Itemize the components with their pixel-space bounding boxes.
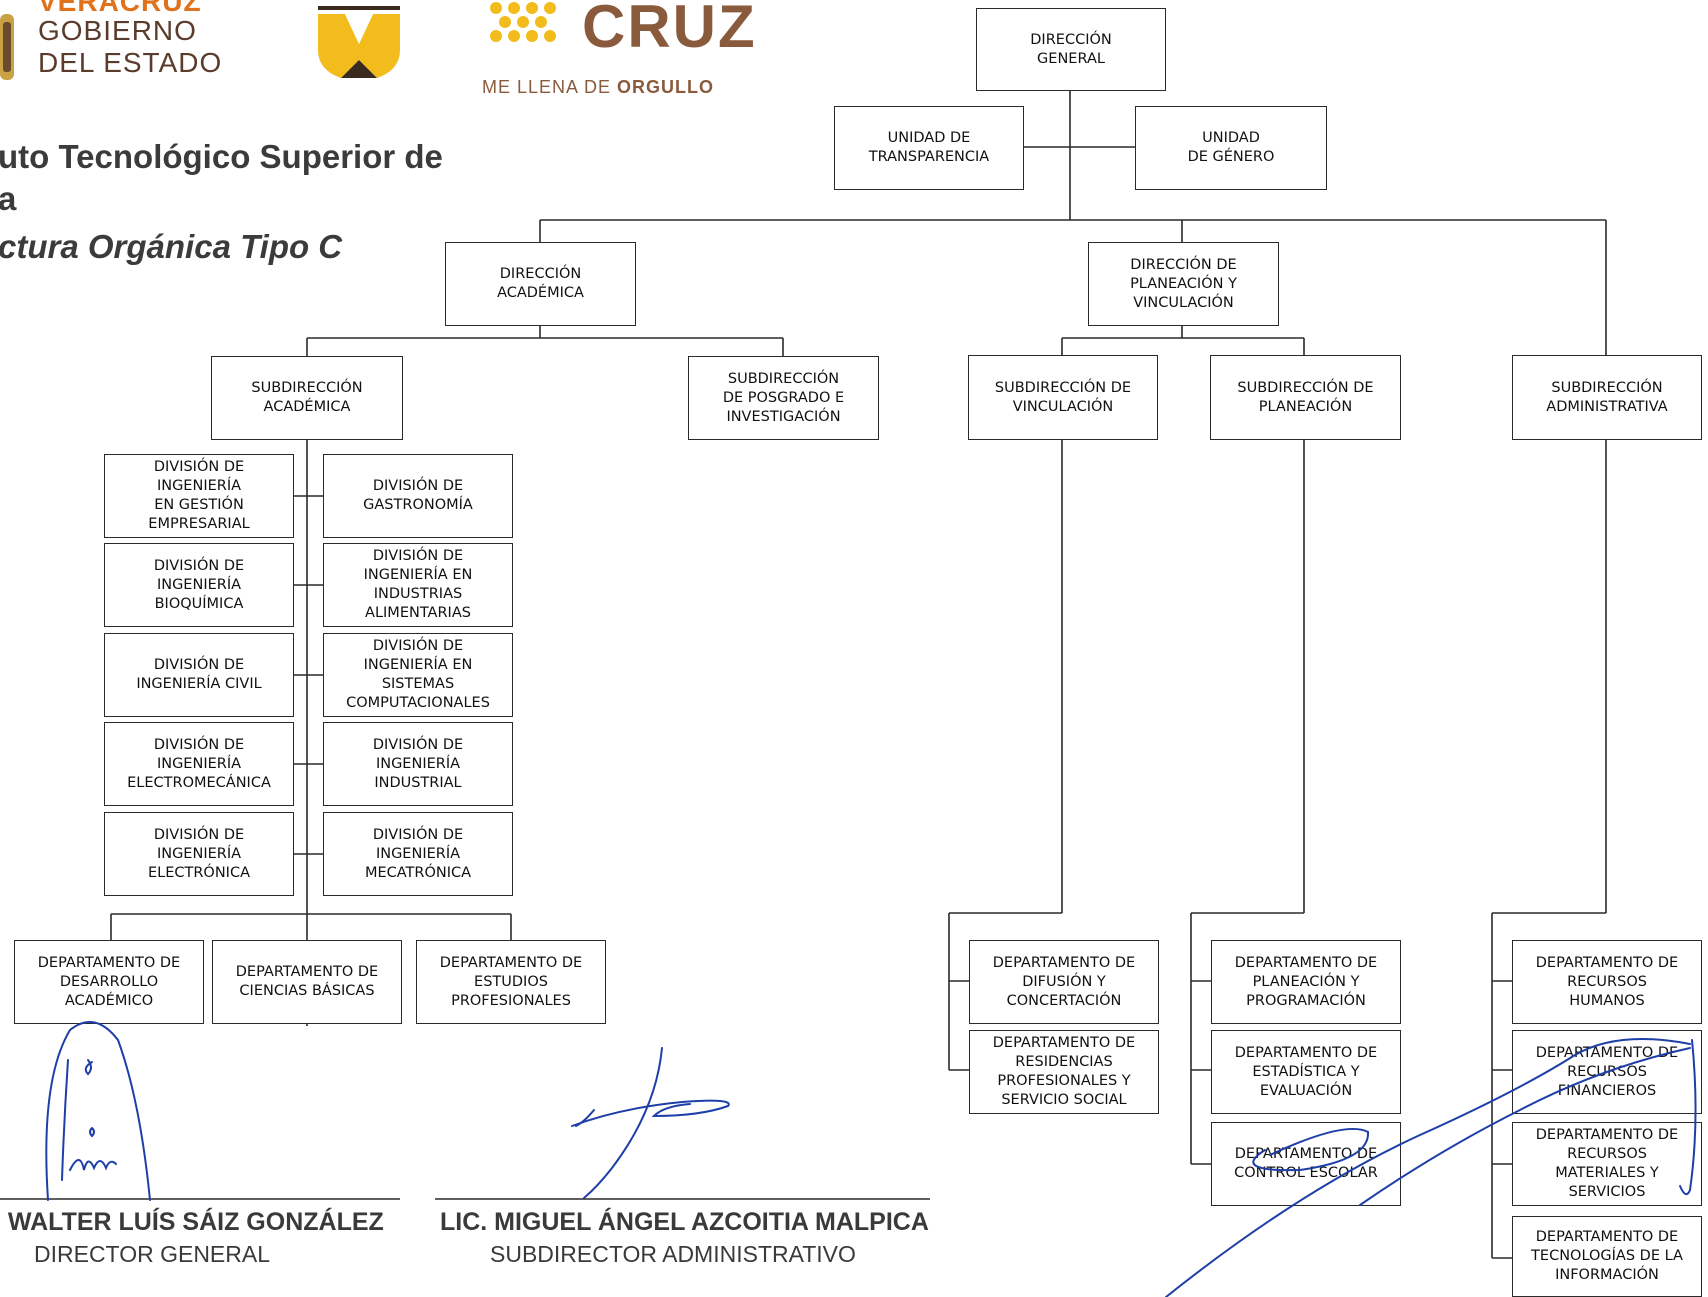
org-box-label: DEPARTAMENTO DE CONTROL ESCOLAR xyxy=(1234,1146,1378,1181)
org-box-subdireccion-academica: SUBDIRECCIÓN ACADÉMICA xyxy=(211,356,403,440)
org-box-unidad-genero: UNIDAD DE GÉNERO xyxy=(1135,106,1327,190)
gobierno-logo: VERACRUZ GOBIERNO DEL ESTADO xyxy=(0,0,250,86)
signatory-right-role: SUBDIRECTOR ADMINISTRATIVO xyxy=(490,1241,856,1267)
org-box-label: DEPARTAMENTO DE TECNOLOGÍAS DE LA INFORM… xyxy=(1531,1229,1683,1283)
org-box-subdireccion-planeacion: SUBDIRECCIÓN DE PLANEACIÓN xyxy=(1210,355,1401,440)
org-box-label: SUBDIRECCIÓN ADMINISTRATIVA xyxy=(1546,379,1668,415)
org-box-depto-planeacion-programacion: DEPARTAMENTO DE PLANEACIÓN Y PROGRAMACIÓ… xyxy=(1211,940,1401,1024)
gobierno-logo-line2: GOBIERNO xyxy=(38,15,197,46)
org-box-label: DEPARTAMENTO DE RECURSOS FINANCIEROS xyxy=(1535,1044,1679,1099)
veracruz-brand-word: CRUZ xyxy=(582,0,757,60)
org-box-label: DEPARTAMENTO DE RESIDENCIAS PROFESIONALE… xyxy=(992,1035,1136,1108)
gobierno-logo-line1: VERACRUZ xyxy=(38,0,202,17)
org-box-div-gestion-empresarial: DIVISIÓN DE INGENIERÍA EN GESTIÓN EMPRES… xyxy=(104,454,294,538)
org-box-label: SUBDIRECCIÓN DE VINCULACIÓN xyxy=(994,379,1132,415)
org-box-label: DEPARTAMENTO DE DIFUSIÓN Y CONCERTACIÓN xyxy=(992,954,1136,1009)
signatory-right-name: LIC. MIGUEL ÁNGEL AZCOITIA MALPICA xyxy=(440,1208,929,1236)
org-box-depto-residencias: DEPARTAMENTO DE RESIDENCIAS PROFESIONALE… xyxy=(969,1030,1159,1114)
org-box-depto-recursos-financieros: DEPARTAMENTO DE RECURSOS FINANCIEROS xyxy=(1512,1030,1702,1114)
org-box-label: SUBDIRECCIÓN DE PLANEACIÓN xyxy=(1237,379,1374,415)
org-box-depto-recursos-materiales: DEPARTAMENTO DE RECURSOS MATERIALES Y SE… xyxy=(1512,1122,1702,1206)
institution-name-line2: a xyxy=(0,180,17,217)
org-box-div-electromecanica: DIVISIÓN DE INGENIERÍA ELECTROMECÁNICA xyxy=(104,722,294,806)
org-box-div-industrias-alimentarias: DIVISIÓN DE INGENIERÍA EN INDUSTRIAS ALI… xyxy=(323,543,513,627)
gobierno-logo-line3: DEL ESTADO xyxy=(38,47,223,78)
org-box-direccion-planeacion: DIRECCIÓN DE PLANEACIÓN Y VINCULACIÓN xyxy=(1088,242,1279,326)
org-box-depto-difusion: DEPARTAMENTO DE DIFUSIÓN Y CONCERTACIÓN xyxy=(969,940,1159,1024)
veracruz-brand-logo: CRUZ ME LLENA DE ORGULLO xyxy=(480,0,755,100)
org-box-unidad-transparencia: UNIDAD DE TRANSPARENCIA xyxy=(834,106,1024,190)
org-box-subdireccion-vinculacion: SUBDIRECCIÓN DE VINCULACIÓN xyxy=(968,355,1158,440)
org-box-div-bioquimica: DIVISIÓN DE INGENIERÍA BIOQUÍMICA xyxy=(104,543,294,627)
structure-title: ctura Orgánica Tipo C xyxy=(0,228,343,265)
org-box-depto-control-escolar: DEPARTAMENTO DE CONTROL ESCOLAR xyxy=(1211,1122,1401,1206)
slogan-plain: ME LLENA DE xyxy=(482,77,618,97)
coat-of-arms-icon xyxy=(0,14,14,80)
org-box-depto-tecnologias: DEPARTAMENTO DE TECNOLOGÍAS DE LA INFORM… xyxy=(1512,1216,1702,1297)
org-box-label: DEPARTAMENTO DE ESTUDIOS PROFESIONALES xyxy=(439,954,583,1009)
org-box-label: DIVISIÓN DE GASTRONOMÍA xyxy=(363,478,473,513)
org-box-subdireccion-administrativa: SUBDIRECCIÓN ADMINISTRATIVA xyxy=(1512,355,1702,440)
org-box-label: DEPARTAMENTO DE RECURSOS MATERIALES Y SE… xyxy=(1535,1127,1679,1200)
org-box-direccion-general: DIRECCIÓN GENERAL xyxy=(976,8,1166,91)
org-box-label: DIVISIÓN DE INGENIERÍA BIOQUÍMICA xyxy=(153,557,245,612)
org-box-div-sistemas: DIVISIÓN DE INGENIERÍA EN SISTEMAS COMPU… xyxy=(323,633,513,717)
institution-name-line1: uto Tecnológico Superior de xyxy=(0,138,443,175)
org-box-div-civil: DIVISIÓN DE INGENIERÍA CIVIL xyxy=(104,633,294,717)
org-box-label: DIVISIÓN DE INGENIERÍA EN INDUSTRIAS ALI… xyxy=(363,548,473,621)
org-box-label: DIRECCIÓN GENERAL xyxy=(1030,31,1112,67)
org-box-div-gastronomia: DIVISIÓN DE GASTRONOMÍA xyxy=(323,454,513,538)
org-box-depto-recursos-humanos: DEPARTAMENTO DE RECURSOS HUMANOS xyxy=(1512,940,1702,1024)
org-box-label: DEPARTAMENTO DE ESTADÍSTICA Y EVALUACIÓN xyxy=(1234,1044,1378,1099)
institution-shield-icon xyxy=(318,6,400,78)
slogan-bold: ORGULLO xyxy=(617,77,715,97)
org-box-subdireccion-posgrado: SUBDIRECCIÓN DE POSGRADO E INVESTIGACIÓN xyxy=(688,356,879,440)
veracruz-slogan: ME LLENA DE ORGULLO xyxy=(482,77,714,98)
org-box-label: DIVISIÓN DE INGENIERÍA INDUSTRIAL xyxy=(372,736,464,791)
org-box-depto-ciencias-basicas: DEPARTAMENTO DE CIENCIAS BÁSICAS xyxy=(212,940,402,1024)
signatory-left-role: DIRECTOR GENERAL xyxy=(34,1241,271,1267)
org-box-div-electronica: DIVISIÓN DE INGENIERÍA ELECTRÓNICA xyxy=(104,812,294,896)
org-box-direccion-academica: DIRECCIÓN ACADÉMICA xyxy=(445,242,636,326)
org-box-label: DEPARTAMENTO DE DESARROLLO ACADÉMICO xyxy=(37,954,181,1009)
org-box-label: DIVISIÓN DE INGENIERÍA EN SISTEMAS COMPU… xyxy=(346,638,490,711)
knot-pattern-icon xyxy=(490,2,556,42)
org-box-label: DIVISIÓN DE INGENIERÍA EN GESTIÓN EMPRES… xyxy=(148,459,250,532)
org-box-label: DIRECCIÓN DE PLANEACIÓN Y VINCULACIÓN xyxy=(1130,256,1237,311)
org-box-label: DEPARTAMENTO DE PLANEACIÓN Y PROGRAMACIÓ… xyxy=(1234,954,1378,1009)
org-box-div-mecatronica: DIVISIÓN DE INGENIERÍA MECATRÓNICA xyxy=(323,812,513,896)
org-box-depto-estudios-profesionales: DEPARTAMENTO DE ESTUDIOS PROFESIONALES xyxy=(416,940,606,1024)
org-box-label: DEPARTAMENTO DE CIENCIAS BÁSICAS xyxy=(235,964,379,999)
org-box-label: DIVISIÓN DE INGENIERÍA CIVIL xyxy=(136,657,262,692)
org-box-div-industrial: DIVISIÓN DE INGENIERÍA INDUSTRIAL xyxy=(323,722,513,806)
org-box-label: SUBDIRECCIÓN ACADÉMICA xyxy=(251,380,363,415)
org-box-label: UNIDAD DE TRANSPARENCIA xyxy=(868,130,990,165)
org-box-label: DIVISIÓN DE INGENIERÍA ELECTRÓNICA xyxy=(147,826,251,881)
org-box-label: DIVISIÓN DE INGENIERÍA ELECTROMECÁNICA xyxy=(127,736,271,791)
org-box-label: SUBDIRECCIÓN DE POSGRADO E INVESTIGACIÓN xyxy=(722,370,845,425)
signatory-left-name: . WALTER LUÍS SÁIZ GONZÁLEZ xyxy=(0,1208,384,1236)
org-box-label: DIVISIÓN DE INGENIERÍA MECATRÓNICA xyxy=(364,826,472,881)
org-box-depto-desarrollo-academico: DEPARTAMENTO DE DESARROLLO ACADÉMICO xyxy=(14,940,204,1024)
org-box-label: DEPARTAMENTO DE RECURSOS HUMANOS xyxy=(1535,954,1679,1009)
org-box-label: DIRECCIÓN ACADÉMICA xyxy=(497,266,584,301)
org-box-depto-estadistica: DEPARTAMENTO DE ESTADÍSTICA Y EVALUACIÓN xyxy=(1211,1030,1401,1114)
org-box-label: UNIDAD DE GÉNERO xyxy=(1187,130,1275,165)
